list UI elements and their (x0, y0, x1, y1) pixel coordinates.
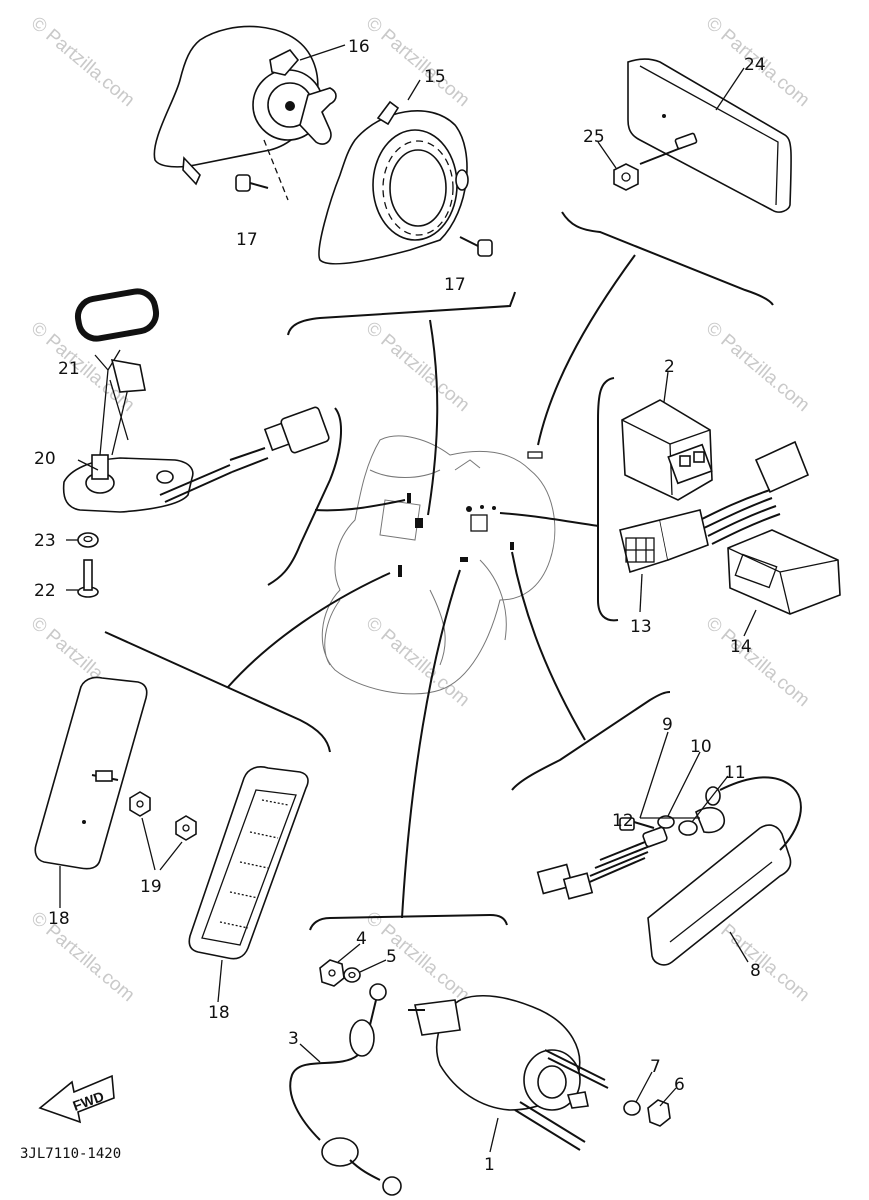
watermark: © Partzilla.com (702, 613, 814, 711)
callout-17: 17 (444, 275, 466, 295)
callout-24: 24 (744, 55, 766, 75)
callout-21: 21 (58, 359, 80, 379)
callout-6: 6 (674, 1075, 685, 1095)
bolt-9 (619, 817, 655, 831)
callout-18: 18 (208, 1003, 230, 1023)
callout-18: 18 (48, 909, 70, 929)
rear-reflector (627, 58, 792, 213)
callout-1: 1 (484, 1155, 495, 1175)
side-reflector-18-right (188, 766, 309, 960)
callout-23: 23 (34, 531, 56, 551)
bolt-17-right (459, 236, 493, 257)
fuel-sender-20 (62, 349, 330, 513)
callout-10: 10 (690, 737, 712, 757)
clamp-12 (694, 806, 726, 834)
forward-direction-arrow: FWD (38, 1074, 115, 1124)
connector-14 (727, 529, 841, 615)
lead-wire-3 (289, 983, 402, 1196)
relay-unit-2 (621, 399, 810, 545)
callout-7: 7 (650, 1057, 661, 1077)
watermark: © Partzilla.com (362, 13, 474, 111)
callout-13: 13 (630, 617, 652, 637)
nut-6 (647, 1099, 671, 1127)
callout-8: 8 (750, 961, 761, 981)
callout-15: 15 (424, 67, 446, 87)
nut-11 (678, 820, 698, 836)
callout-19: 19 (140, 877, 162, 897)
callout-14: 14 (730, 637, 752, 657)
callout-5: 5 (386, 947, 397, 967)
washer-5 (343, 967, 361, 983)
callout-17: 17 (236, 230, 258, 250)
callout-2: 2 (664, 357, 675, 377)
connector-13 (619, 509, 709, 574)
callout-16: 16 (348, 37, 370, 57)
horn-rear (153, 25, 337, 201)
vehicle-outline (321, 435, 556, 695)
watermark: © Partzilla.com (362, 318, 474, 416)
callout-22: 22 (34, 581, 56, 601)
screw-22 (77, 559, 99, 598)
nut-4 (319, 959, 345, 987)
bolt-17-left (235, 174, 269, 192)
callout-9: 9 (662, 715, 673, 735)
callout-leaders (59, 44, 757, 1153)
nut-25 (613, 163, 639, 191)
nuts-19 (129, 791, 197, 871)
side-reflector-18-left (34, 676, 148, 870)
callout-12: 12 (612, 811, 634, 831)
starter-relay-1 (408, 995, 609, 1151)
watermark: © Partzilla.com (27, 13, 139, 111)
callout-labels: 16 15 17 17 24 25 21 20 23 22 2 13 14 18… (34, 37, 766, 1175)
control-unit-8 (536, 776, 802, 966)
callout-11: 11 (724, 763, 746, 783)
watermark: © Partzilla.com (702, 318, 814, 416)
watermark: © Partzilla.com (27, 908, 139, 1006)
group-brackets (104, 211, 774, 931)
washer-23 (77, 532, 99, 548)
gasket-21 (74, 288, 160, 342)
callout-4: 4 (356, 929, 367, 949)
callout-3: 3 (288, 1029, 299, 1049)
horn-front (318, 100, 469, 265)
callout-25: 25 (583, 127, 605, 147)
washer-10 (657, 815, 675, 829)
diagram-code: 3JL7110-1420 (20, 1146, 121, 1162)
washer-7 (623, 1100, 641, 1116)
callout-20: 20 (34, 449, 56, 469)
watermark: © Partzilla.com (362, 613, 474, 711)
